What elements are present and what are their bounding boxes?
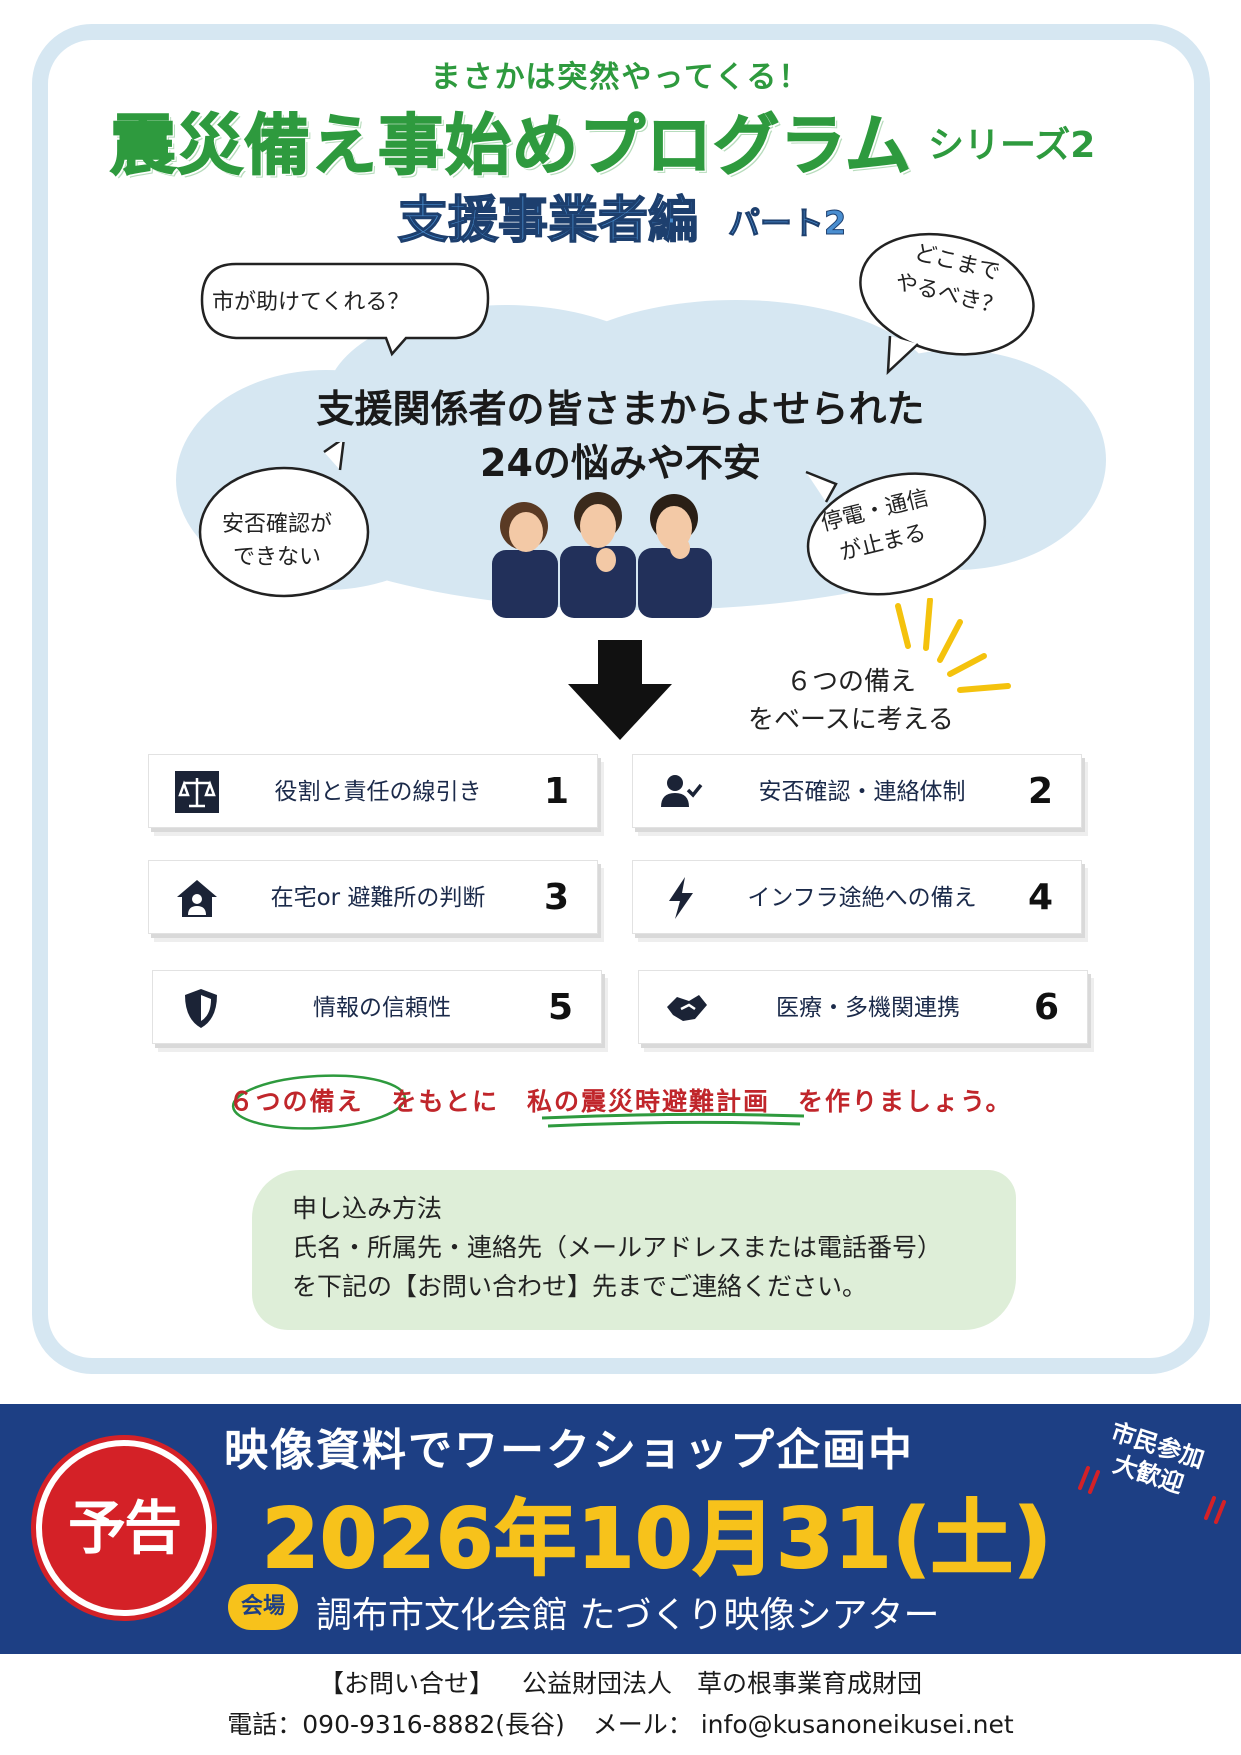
preparation-card-5: 情報の信頼性 5	[152, 970, 602, 1044]
contact-email[interactable]: メール： info@kusanoneikusei.net	[592, 1710, 1014, 1739]
cloud-line-1: 支援関係者の皆さまからよせられた	[316, 387, 925, 431]
main-title: 震災備え事始めプログラム	[109, 106, 913, 185]
application-line-2: 氏名・所属先・連絡先（メールアドレスまたは電話番号）	[292, 1232, 943, 1262]
sparkle-rays-icon	[895, 598, 1011, 693]
preparation-label: 在宅or 避難所の判断	[270, 885, 486, 911]
handshake-icon	[667, 995, 707, 1021]
preparation-label: 役割と責任の線引き	[274, 779, 482, 805]
preparation-number: 4	[1027, 877, 1053, 918]
preparation-label: 安否確認・連絡体制	[758, 779, 966, 805]
preparation-card-1: 役割と責任の線引き 1	[148, 754, 598, 828]
plan-based-on: をもとに	[391, 1087, 499, 1116]
event-date: 2026年10月31(土)	[261, 1491, 1053, 1588]
preparation-number: 2	[1027, 771, 1053, 812]
plan-six-preparations: ６つの備え	[228, 1087, 364, 1116]
six-note-line-1: ６つの備え	[785, 667, 916, 697]
series-label: シリーズ2	[928, 125, 1096, 166]
preparation-label: 医療・多機関連携	[776, 995, 960, 1021]
bubble-city-help	[200, 262, 490, 357]
preparation-number: 5	[547, 987, 573, 1028]
cloud-line-2: 24の悩みや不安	[480, 441, 761, 485]
preparation-number: 3	[543, 877, 569, 918]
plan-lets-make: を作りましょう。	[798, 1087, 1013, 1116]
bubble-city-help-text: 市が助けてくれる？	[212, 290, 410, 315]
preview-badge-text: 予告	[67, 1494, 182, 1562]
people-illustration	[492, 492, 712, 618]
preparation-card-4: インフラ途絶への備え 4	[632, 860, 1082, 934]
venue-name: 調布市文化会館 たづくり映像シアター	[316, 1595, 940, 1636]
underline-highlight	[541, 1112, 805, 1128]
sub-title: 支援事業者編	[397, 190, 699, 250]
preview-badge	[36, 1440, 212, 1616]
plan-evacuation-plan: 私の震災時避難計画	[527, 1087, 771, 1116]
contact-phone: 電話：090-9316-8882(長谷)	[227, 1710, 565, 1739]
contact-line-1: 【お問い合せ】公益財団法人 草の根事業育成財団	[0, 1664, 1241, 1700]
scale-icon	[175, 771, 219, 813]
bubble-safety	[198, 442, 370, 598]
shield-icon	[185, 989, 217, 1028]
workshop-title: 映像資料でワークショップ企画中	[224, 1425, 914, 1476]
house-person-icon	[177, 880, 217, 917]
bubble-outage	[805, 470, 987, 596]
preparation-card-3: 在宅or 避難所の判断 3	[148, 860, 598, 934]
application-box	[252, 1170, 1016, 1330]
bubble-safety-line-2: できない	[233, 545, 322, 570]
plan-statement: ６つの備えをもとに私の震災時避難計画を作りましょう。	[0, 1082, 1241, 1118]
part-label: パート2	[727, 204, 847, 243]
preparation-label: 情報の信頼性	[313, 995, 451, 1021]
welcome-ticks-icon	[1078, 1466, 1226, 1524]
preparation-number: 1	[543, 771, 569, 812]
bubble-how-far	[859, 232, 1035, 376]
application-line-3: を下記の【お問い合わせ】先までご連絡ください。	[292, 1271, 868, 1301]
bubble-safety-line-1: 安否確認が	[222, 512, 333, 537]
preparation-card-2: 安否確認・連絡体制 2	[632, 754, 1082, 828]
preparation-card-6: 医療・多機関連携 6	[638, 970, 1088, 1044]
down-arrow-icon	[568, 640, 672, 740]
contact-organization: 公益財団法人 草の根事業育成財団	[522, 1669, 923, 1698]
circle-highlight	[231, 1074, 407, 1130]
venue-badge: 会場	[228, 1584, 298, 1630]
user-check-icon	[661, 775, 703, 807]
preparation-label: インフラ途絶への備え	[747, 885, 977, 911]
preparation-number: 6	[1033, 987, 1059, 1028]
six-preparations-note: ６つの備え をベースに考える	[748, 664, 954, 739]
bubble-safety-text: 安否確認が できない	[222, 508, 332, 574]
six-note-line-2: をベースに考える	[748, 704, 954, 735]
lightning-icon	[669, 877, 693, 919]
contact-line-2: 電話：090-9316-8882(長谷) メール： info@kusanoneik…	[0, 1705, 1241, 1741]
tagline: まさかは突然やってくる！	[430, 60, 811, 95]
application-text: 申し込み方法 氏名・所属先・連絡先（メールアドレスまたは電話番号） を下記の【お…	[292, 1190, 942, 1306]
contact-label: 【お問い合せ】	[318, 1669, 494, 1698]
application-heading: 申し込み方法	[292, 1194, 443, 1223]
